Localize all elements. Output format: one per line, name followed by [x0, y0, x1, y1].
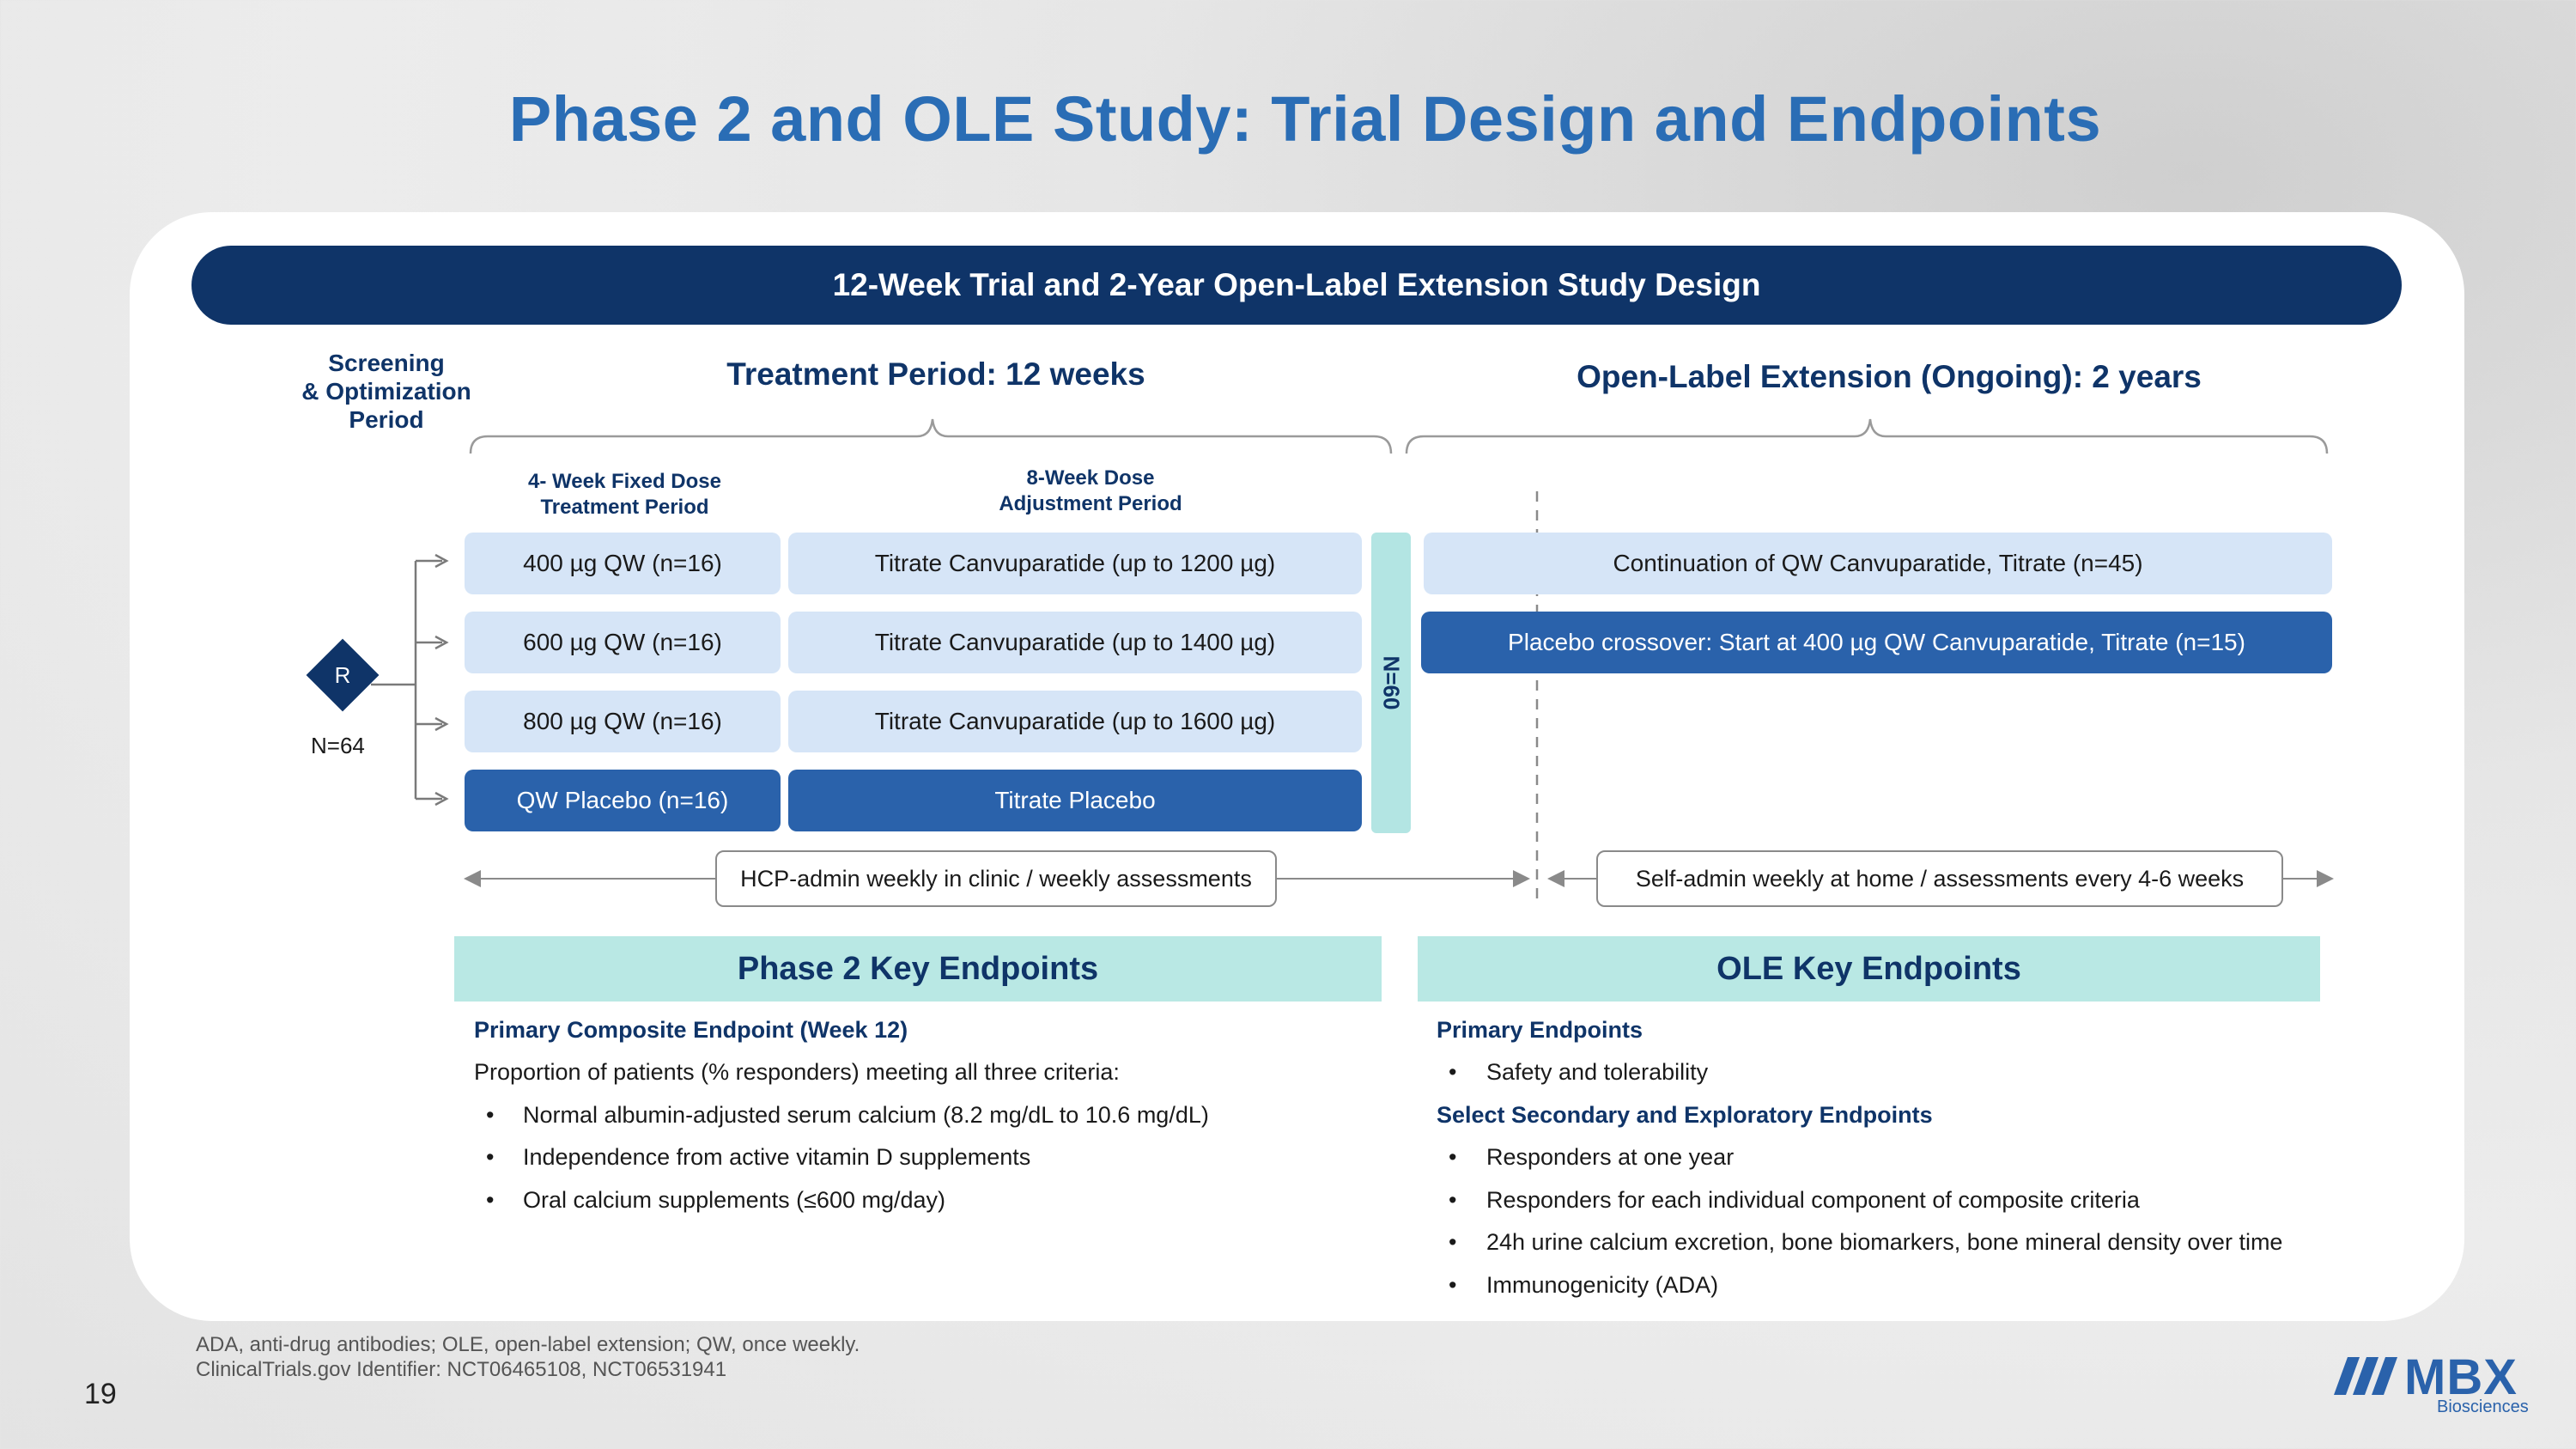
- ole-secondary-bullet: Immunogenicity (ADA): [1486, 1272, 1719, 1298]
- phase2-primary-title: Primary Composite Endpoint (Week 12): [474, 1017, 908, 1043]
- footnote-trial-ids: ClinicalTrials.gov Identifier: NCT064651…: [196, 1358, 727, 1381]
- screening-label: Screening & Optimization Period: [301, 350, 471, 433]
- treatment-brace: [469, 418, 1393, 454]
- treatment-period-header: Treatment Period: 12 weeks: [726, 356, 1145, 392]
- ole-crossover-box: Placebo crossover: Start at 400 µg QW Ca…: [1421, 612, 2332, 673]
- randomization-tree: [371, 559, 442, 801]
- randomization-label: R: [334, 662, 351, 688]
- arm-600-titrate: Titrate Canvuparatide (up to 1400 µg): [788, 612, 1362, 673]
- ole-secondary-bullet: Responders at one year: [1486, 1144, 1735, 1170]
- ole-endpoints-heading: OLE Key Endpoints: [1418, 936, 2320, 1002]
- bullet-dot: •: [1449, 1272, 1457, 1298]
- phase2-bullet: Normal albumin-adjusted serum calcium (8…: [523, 1102, 1209, 1128]
- footnote-abbreviations: ADA, anti-drug antibodies; OLE, open-lab…: [196, 1333, 860, 1356]
- phase2-bullet: Oral calcium supplements (≤600 mg/day): [523, 1187, 946, 1213]
- bullet-dot: •: [1449, 1144, 1457, 1170]
- content-card: [130, 212, 2464, 1321]
- dose-adjustment-header: 8-Week Dose Adjustment Period: [999, 466, 1182, 515]
- page-title: Phase 2 and OLE Study: Trial Design and …: [508, 83, 2102, 155]
- ole-primary-bullet: Safety and tolerability: [1486, 1059, 1709, 1085]
- phase2-endpoints-heading: Phase 2 Key Endpoints: [454, 936, 1382, 1002]
- phase2-intro: Proportion of patients (% responders) me…: [474, 1059, 1120, 1085]
- ole-continuation-box: Continuation of QW Canvuparatide, Titrat…: [1424, 533, 2332, 594]
- arm-placebo-dose: QW Placebo (n=16): [465, 770, 781, 831]
- arm-400-dose: 400 µg QW (n=16): [465, 533, 781, 594]
- clinic-admin-label: HCP-admin weekly in clinic / weekly asse…: [715, 850, 1277, 907]
- arm-800-dose: 800 µg QW (n=16): [465, 691, 781, 752]
- page-number: 19: [84, 1378, 117, 1410]
- bullet-dot: •: [1449, 1059, 1457, 1085]
- fixed-dose-header: 4- Week Fixed Dose Treatment Period: [528, 470, 721, 519]
- bullet-dot: •: [1449, 1229, 1457, 1255]
- arm-600-dose: 600 µg QW (n=16): [465, 612, 781, 673]
- ole-brace: [1405, 418, 2329, 454]
- n60-bar: N=60: [1371, 533, 1411, 833]
- ole-period-header: Open-Label Extension (Ongoing): 2 years: [1577, 359, 2202, 394]
- arm-800-titrate: Titrate Canvuparatide (up to 1600 µg): [788, 691, 1362, 752]
- home-admin-label: Self-admin weekly at home / assessments …: [1596, 850, 2283, 907]
- ole-secondary-bullet: Responders for each individual component…: [1486, 1187, 2140, 1213]
- ole-primary-title: Primary Endpoints: [1437, 1017, 1643, 1043]
- arm-placebo-titrate: Titrate Placebo: [788, 770, 1362, 831]
- bullet-dot: •: [486, 1102, 495, 1128]
- mbx-logo-sub: Biosciences: [2437, 1397, 2529, 1416]
- ole-secondary-title: Select Secondary and Exploratory Endpoin…: [1437, 1102, 1933, 1128]
- bullet-dot: •: [486, 1144, 495, 1170]
- phase2-bullet: Independence from active vitamin D suppl…: [523, 1144, 1031, 1170]
- mbx-logo: MBX: [2404, 1349, 2518, 1405]
- arm-400-titrate: Titrate Canvuparatide (up to 1200 µg): [788, 533, 1362, 594]
- bullet-dot: •: [486, 1187, 495, 1213]
- total-n-label: N=64: [311, 733, 365, 758]
- study-design-banner: 12-Week Trial and 2-Year Open-Label Exte…: [191, 246, 2402, 325]
- mbx-logo-mark-icon: [2334, 1357, 2397, 1395]
- bullet-dot: •: [1449, 1187, 1457, 1213]
- ole-secondary-bullet: 24h urine calcium excretion, bone biomar…: [1486, 1229, 2283, 1255]
